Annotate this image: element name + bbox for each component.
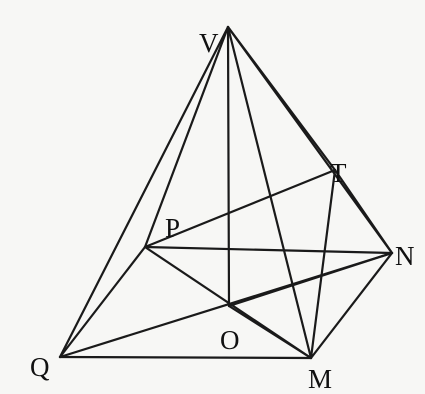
segment-qm <box>58 355 313 360</box>
segment-qp <box>58 245 147 359</box>
point-label-n: N <box>395 241 415 271</box>
point-label-v: V <box>199 28 219 58</box>
labels-group: V T P N O Q M <box>30 28 415 394</box>
point-label-o: O <box>220 325 240 355</box>
segment-vo <box>226 25 231 308</box>
point-label-m: M <box>308 364 332 394</box>
edges-group <box>58 25 394 360</box>
point-label-p: P <box>165 213 180 243</box>
segment-vq <box>58 25 230 359</box>
point-label-q: Q <box>30 352 50 382</box>
segment-nm <box>309 251 394 360</box>
segment-tm <box>309 168 337 360</box>
segment-pt <box>143 168 337 249</box>
segment-vm <box>226 25 313 360</box>
segment-vn <box>226 25 394 255</box>
segment-tn <box>333 168 394 255</box>
segment-om <box>227 304 313 360</box>
segment-vp <box>143 25 230 249</box>
segment-on <box>227 251 394 308</box>
point-label-t: T <box>330 158 347 188</box>
segment-pn <box>143 245 394 255</box>
